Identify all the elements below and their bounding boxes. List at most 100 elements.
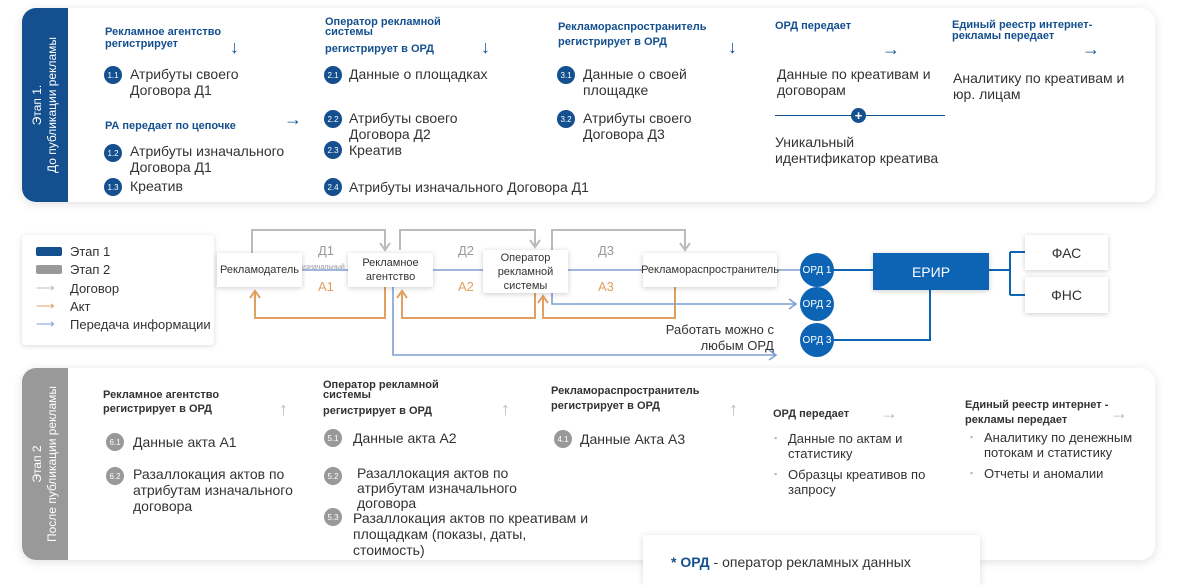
step-badge: 1.3 — [104, 178, 122, 196]
arrow-right-icon: → — [882, 39, 900, 59]
bullet-item: Данные по актам и статистику — [774, 431, 928, 461]
info-arrow-ord2 — [551, 293, 798, 310]
step-text: Разаллокация актов по креативам и площад… — [353, 510, 589, 558]
stage1-panel: Этап 1.До публикации рекламы — [22, 8, 1155, 202]
step-text: Атрибуты изначального Договора Д1 — [130, 143, 285, 175]
arrow-down-icon: ↓ — [728, 37, 737, 57]
s2-col4-heading: ОРД передает — [773, 408, 850, 420]
s1-col5-text: Аналитику по креативам и юр. лицам — [953, 70, 1125, 102]
node-fns: ФНС — [1025, 277, 1108, 313]
s1-col2-heading: Оператор рекламной системы — [325, 16, 441, 38]
step-text: Атрибуты своего Договора Д1 — [130, 66, 239, 98]
footnote-text: - оператор рекламных данных — [709, 554, 911, 570]
step-badge: 3.2 — [557, 110, 575, 128]
step-text: Данные о площадках — [349, 66, 488, 82]
legend-label: Договор — [70, 280, 120, 296]
step-badge: 6.1 — [106, 433, 124, 451]
ord-erir-line — [833, 251, 1025, 341]
bullet-item: Отчеты и аномалии — [970, 466, 1154, 481]
step-badge: 2.1 — [324, 66, 342, 84]
node-ord-3: ОРД 3 — [800, 323, 834, 357]
act-label: А3 — [598, 279, 614, 294]
node-erir: ЕРИР — [873, 253, 989, 290]
s1-col4-text1: Данные по креативам и договорам — [777, 66, 931, 98]
s1-col3-heading: Рекламораспространитель регистрирует в О… — [558, 21, 707, 48]
step-text: Креатив — [130, 178, 183, 194]
s1-col4-heading: ОРД передает — [775, 20, 852, 32]
act-label: А1 — [318, 279, 334, 294]
step-text: Данные акта А2 — [353, 430, 457, 446]
arrow-right-icon: → — [1110, 403, 1128, 423]
step-text: Данные о своей площадке — [583, 66, 687, 98]
contract-arrow-d3 — [551, 229, 686, 250]
bullet-item: Аналитику по денежным потокам и статисти… — [970, 430, 1159, 460]
step-badge: 6.2 — [106, 467, 124, 485]
contract-label: Д3 — [598, 243, 615, 258]
legend-label: Акт — [70, 298, 91, 314]
s1-col1-subheading: РА передает по цепочке — [105, 120, 236, 132]
step-text: Разаллокация актов по атрибутам изначаль… — [357, 465, 517, 511]
stage2-swatch — [36, 265, 62, 274]
node-distributor: Рекламораспространитель — [641, 253, 779, 287]
step-text: Атрибуты своего Договора Д3 — [583, 110, 692, 142]
legend-label: Этап 2 — [70, 262, 111, 277]
footnote: * ОРД - оператор рекламных данных — [643, 535, 980, 585]
contract-arrow-icon: ⟶ — [36, 280, 55, 295]
contract-arrow-d1 — [251, 229, 386, 253]
arrow-up-icon: ↑ — [501, 399, 510, 419]
node-fas: ФАС — [1025, 235, 1108, 270]
plus-icon: + — [851, 108, 866, 123]
s1-col4-text2: Уникальный идентификатор креатива — [775, 134, 939, 166]
act-label: А2 — [458, 279, 474, 294]
s2-col2-heading: Оператор рекламной системы — [323, 379, 439, 401]
arrow-right-icon: → — [284, 109, 302, 129]
contract-label: Д1 — [318, 243, 335, 258]
arrow-up-icon: ↑ — [279, 399, 288, 419]
legend-label: Этап 1 — [70, 244, 111, 259]
step-badge: 4.1 — [554, 430, 572, 448]
stage1-swatch — [36, 247, 62, 256]
contract-label: Д2 — [458, 243, 475, 258]
arrow-up-icon: ↑ — [729, 399, 738, 419]
contract-arrow-d2 — [399, 229, 536, 250]
step-badge: 2.4 — [324, 178, 342, 196]
step-text: Данные акта А1 — [133, 434, 237, 450]
legend: Этап 1 Этап 2 ⟶ Договор ⟶ Акт ⟶ Передача ин… — [22, 235, 214, 345]
s1-col1-heading: Рекламное агентство регистрирует — [105, 26, 222, 50]
step-badge: 1.2 — [104, 144, 122, 162]
step-text: Атрибуты изначального Договора Д1 — [349, 179, 589, 195]
stage1-band: Этап 1.До публикации рекламы — [22, 8, 68, 202]
legend-label: Передача информации — [70, 316, 211, 332]
node-agency: Рекламное агентство — [348, 253, 433, 287]
step-badge: 2.3 — [324, 141, 342, 159]
s2-col2-heading2: регистрирует в ОРД — [323, 405, 432, 417]
step-badge: 5.1 — [324, 429, 342, 447]
s2-col5-heading: Единый реестр интернет - рекламы передае… — [965, 399, 1109, 426]
step-badge: 1.1 — [104, 66, 122, 84]
footnote-term: * ОРД — [671, 554, 710, 570]
node-advertiser: Рекламодатель — [217, 253, 302, 287]
step-badge: 5.3 — [324, 508, 342, 526]
bullet-item: Образцы креативов по запросу — [774, 467, 938, 497]
step-badge: 5.2 — [324, 467, 342, 485]
node-operator: Оператор рекламной системы — [483, 250, 568, 293]
arrow-down-icon: ↓ — [230, 37, 239, 57]
step-text: Креатив — [349, 142, 402, 158]
act-arrow-a3 — [537, 287, 676, 319]
s1-col2-heading2: регистрирует в ОРД — [325, 43, 434, 55]
arrow-right-icon: → — [1082, 39, 1100, 59]
s2-col3-heading: Рекламораспространитель регистрирует в О… — [551, 385, 700, 412]
info-arrow-any-ord — [392, 287, 778, 361]
node-ord-2: ОРД 2 — [800, 287, 834, 321]
step-text: Разаллокация актов по атрибутам изначаль… — [133, 466, 293, 514]
step-badge: 2.2 — [324, 110, 342, 128]
info-arrow-icon: ⟶ — [36, 316, 55, 331]
act-arrow-a1 — [249, 287, 386, 319]
step-text: Атрибуты своего Договора Д2 — [349, 110, 458, 142]
step-text: Данные Акта А3 — [580, 431, 686, 447]
contract-note: изначальный — [302, 264, 345, 271]
act-arrow-icon: ⟶ — [36, 298, 55, 313]
